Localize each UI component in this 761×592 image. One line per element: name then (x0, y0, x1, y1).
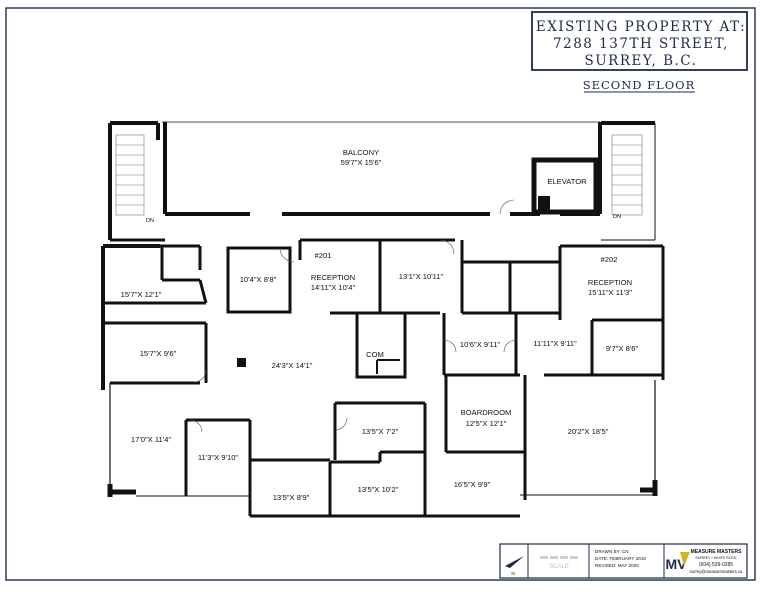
reception-left-dimensions: 14'11"X 10'4" (311, 283, 356, 292)
room-15-7b-dimensions: 15'7"X 9'6" (140, 349, 177, 358)
room-13-5b-dimensions: 13'5"X 10'2" (358, 485, 399, 494)
reception-right-label: RECEPTION (588, 278, 632, 287)
room-16-5-dimensions: 16'5"X 9'9" (454, 480, 491, 489)
room-13-1-dimensions: 13'1"X 10'11" (399, 272, 444, 281)
revised-date: REVISED: MAY 2020 (595, 563, 639, 568)
room-15-7a-dimensions: 15'7"X 12'1" (121, 290, 162, 299)
sheet-border (5, 7, 756, 581)
footer-block: N SCALE DRAWN BY: CN DATE: FEBRUARY 2019… (499, 543, 748, 579)
unit-202-label: #202 (601, 255, 618, 264)
room-24-3-dimensions: 24'3"X 14'1" (272, 361, 313, 370)
title-line-1: EXISTING PROPERTY AT: (536, 19, 746, 35)
room-13-5a-dimensions: 13'5"X 7'2" (362, 427, 399, 436)
dn-right-label: DN (613, 214, 621, 220)
unit-201-label: #201 (315, 251, 332, 260)
room-labels: BALCONY 59'7"X 15'6" #201 RECEPTION 14'1… (121, 148, 639, 502)
walls (101, 121, 665, 518)
right-stairs (611, 134, 643, 216)
elevator-label: ELEVATOR (547, 177, 587, 186)
north-label: N (511, 571, 514, 576)
svg-text:MV: MV (666, 556, 688, 572)
room-10-6-dimensions: 10'6"X 9'11" (460, 340, 501, 349)
balcony-label: BALCONY (343, 148, 379, 157)
floor-title: SECOND FLOOR (583, 78, 696, 92)
drawn-by: DRAWN BY: CN (595, 549, 629, 554)
room-11-11-dimensions: 11'11"X 9'11" (533, 339, 577, 348)
company-email: surrey@measuremasters.ca (690, 569, 743, 574)
door-swings (189, 199, 517, 433)
company-name: MEASURE MASTERS (691, 549, 743, 555)
drawn-date: DATE: FEBRUARY 2019 (595, 556, 646, 561)
north-arrow-icon (505, 556, 524, 568)
left-stairs (115, 134, 145, 216)
room-20-2-dimensions: 20'2"X 18'5" (568, 427, 609, 436)
dn-left-label: DN (146, 218, 154, 224)
balcony-dimensions: 59'7"X 15'6" (341, 158, 382, 167)
com-label: COM (366, 350, 384, 359)
room-17-0-dimensions: 17'0"X 11'4" (131, 435, 172, 444)
room-11-3-dimensions: 11'3"X 9'10" (198, 453, 239, 462)
room-9-7-dimensions: 9'7"X 8'6" (606, 344, 639, 353)
reception-right-dimensions: 15'11"X 11'3" (588, 288, 632, 297)
title-line-3: SURREY, B.C. (585, 53, 698, 69)
company-subtitle: SURREY • WHITE ROCK (695, 556, 737, 560)
boardroom-label: BOARDROOM (461, 408, 512, 417)
boardroom-dimensions: 12'5"X 12'1" (466, 419, 507, 428)
scale-bar (540, 556, 578, 559)
room-13-5c-dimensions: 13'5"X 8'9" (273, 493, 310, 502)
company-phone: (604) 539-0285 (699, 562, 733, 568)
measure-masters-logo: MV (666, 552, 690, 572)
title-box (531, 11, 748, 71)
elevator-shaft: ELEVATOR (531, 157, 599, 215)
title-block: EXISTING PROPERTY AT: 7288 137TH STREET,… (531, 11, 748, 93)
structural-column (237, 358, 246, 367)
room-10-4-dimensions: 10'4"X 8'8" (240, 275, 277, 284)
scale-label: SCALE (549, 564, 569, 570)
title-line-2: 7288 137TH STREET, (553, 36, 729, 52)
reception-left-label: RECEPTION (311, 273, 355, 282)
